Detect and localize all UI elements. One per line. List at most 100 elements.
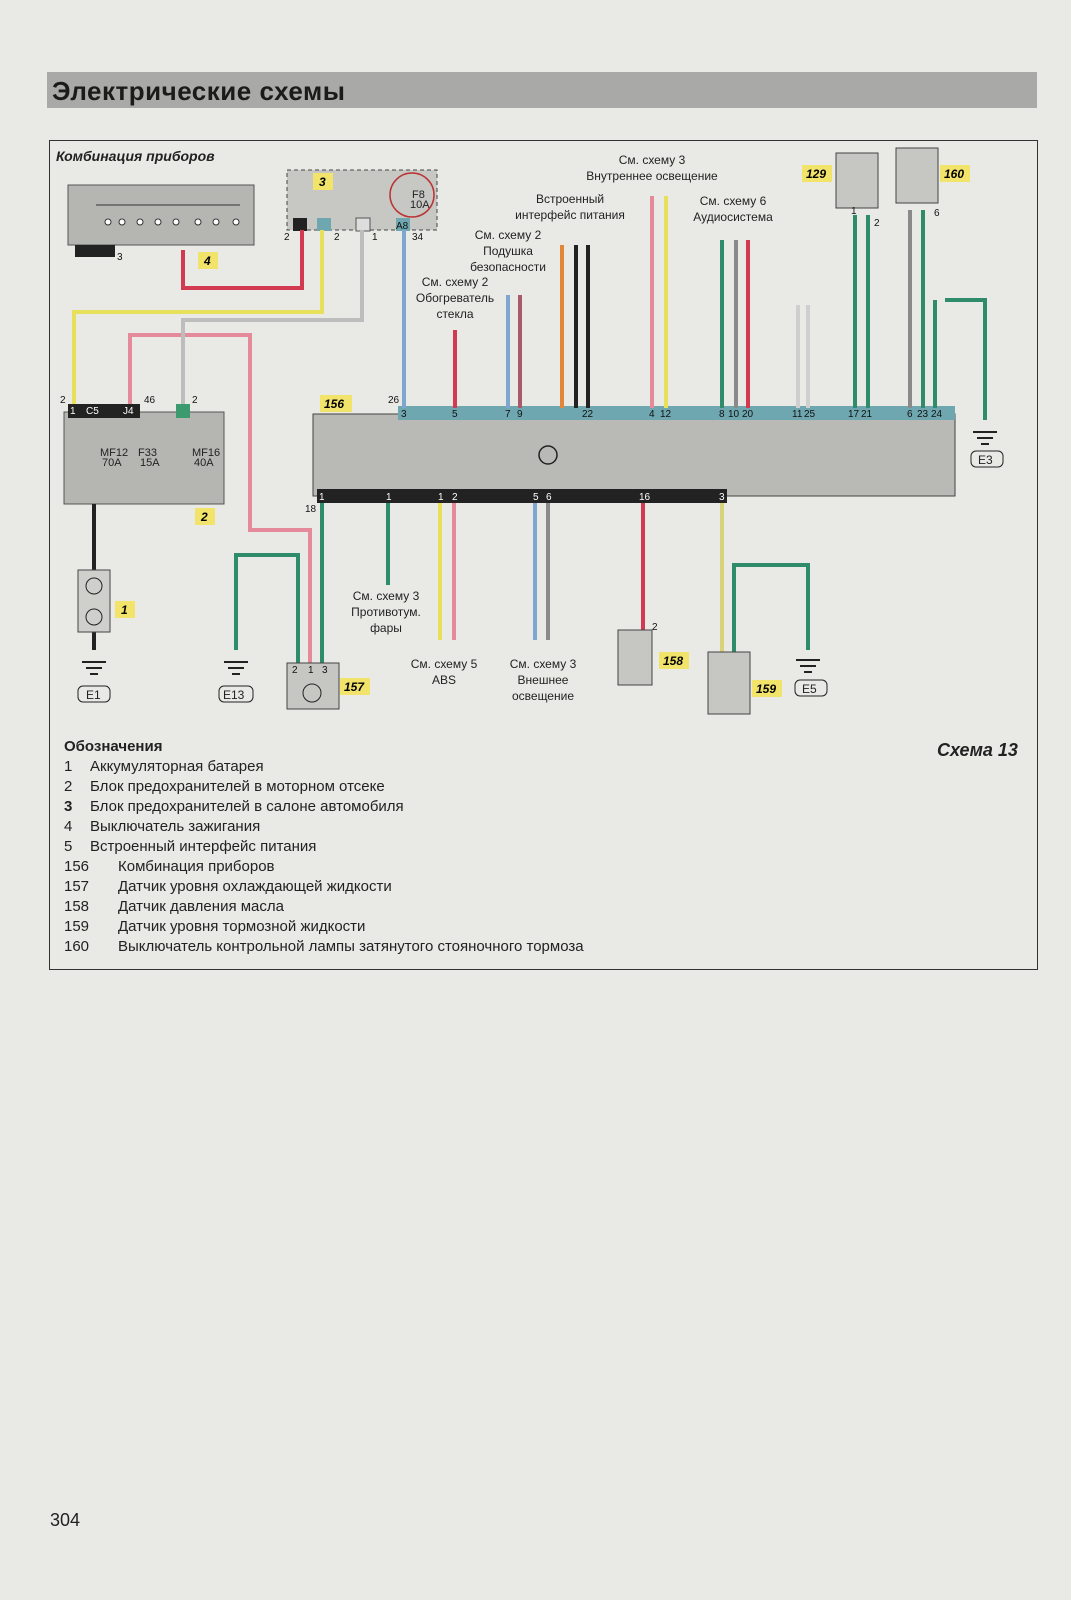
svg-text:15A: 15A — [140, 457, 160, 469]
svg-text:22: 22 — [582, 409, 594, 420]
tag-129: 129 — [806, 167, 826, 181]
ref-airbag-1: См. схему 2 — [475, 228, 542, 242]
svg-text:18: 18 — [305, 504, 317, 515]
diagram-frame — [49, 140, 1038, 970]
tag-156: 156 — [324, 397, 344, 411]
tag-2: 2 — [200, 510, 208, 524]
ignition-switch-contacts — [96, 204, 240, 226]
svg-text:3: 3 — [719, 492, 725, 503]
svg-text:1: 1 — [319, 492, 325, 503]
svg-text:6: 6 — [546, 492, 552, 503]
svg-text:25: 25 — [804, 409, 816, 420]
ground-e5-label: E5 — [802, 682, 817, 696]
svg-text:2: 2 — [292, 665, 298, 676]
svg-text:16: 16 — [639, 492, 651, 503]
switch-160-box — [895, 147, 939, 204]
svg-text:5: 5 — [452, 409, 458, 420]
svg-text:3: 3 — [322, 665, 328, 676]
scheme-label: Схема 13 — [937, 740, 1018, 760]
svg-text:1: 1 — [372, 232, 378, 243]
ref-fog-1: См. схему 3 — [353, 589, 420, 603]
page-number: 304 — [50, 1510, 81, 1530]
svg-text:4: 4 — [649, 409, 655, 420]
tag-4: 4 — [203, 254, 211, 268]
svg-text:2: 2 — [652, 622, 658, 633]
tag-158: 158 — [663, 654, 683, 668]
ref-fog-2: Противотум. — [351, 605, 421, 619]
ignition-switch-box — [67, 184, 255, 246]
ref-glass-2: Обогреватель — [416, 291, 494, 305]
ref-ext-light-1: См. схему 3 — [510, 657, 577, 671]
ref-interior-light-1: См. схему 3 — [619, 153, 686, 167]
ref-ext-light-2: Внешнее — [518, 673, 569, 687]
ignition-connector — [75, 245, 115, 257]
wire-grey — [181, 230, 364, 404]
svg-text:9: 9 — [517, 409, 523, 420]
ref-abs-2: ABS — [432, 673, 456, 687]
svg-text:12: 12 — [660, 409, 672, 420]
legend-title: Обозначения — [64, 738, 163, 755]
svg-text:34: 34 — [412, 232, 424, 243]
svg-text:20: 20 — [742, 409, 754, 420]
tag-159: 159 — [756, 682, 776, 696]
svg-text:8: 8 — [719, 409, 725, 420]
ref-airbag-2: Подушка — [483, 244, 533, 258]
cluster-connector-top — [398, 406, 955, 420]
ref-ext-light-3: освещение — [512, 689, 574, 703]
svg-text:46: 46 — [144, 395, 156, 406]
svg-text:2: 2 — [192, 395, 198, 406]
svg-text:26: 26 — [388, 395, 400, 406]
header-bar — [47, 72, 1037, 108]
svg-text:5: 5 — [533, 492, 539, 503]
wire-pink — [128, 333, 312, 680]
svg-text:2: 2 — [452, 492, 458, 503]
svg-text:2: 2 — [874, 218, 880, 229]
svg-text:1: 1 — [851, 206, 857, 217]
instrument-cluster-156 — [312, 413, 956, 497]
ref-glass-1: См. схему 2 — [422, 275, 489, 289]
svg-text:1: 1 — [70, 406, 76, 417]
svg-text:21: 21 — [861, 409, 873, 420]
tag-3: 3 — [319, 175, 326, 189]
ref-fog-3: фары — [370, 621, 402, 635]
svg-text:6: 6 — [907, 409, 913, 420]
ref-interior-light-2: Внутреннее освещение — [586, 169, 718, 183]
svg-text:6: 6 — [934, 208, 940, 219]
ref-airbag-3: безопасности — [470, 260, 546, 274]
svg-text:C5: C5 — [86, 406, 99, 417]
ref-power-iface-2: интерфейс питания — [515, 208, 625, 222]
tag-157: 157 — [344, 680, 365, 694]
svg-text:1: 1 — [438, 492, 444, 503]
svg-text:17: 17 — [848, 409, 860, 420]
ref-power-iface-1: Встроенный — [536, 192, 604, 206]
wire-yellow — [72, 230, 324, 404]
ground-e13-label: E13 — [223, 688, 245, 702]
svg-text:2: 2 — [334, 232, 340, 243]
wire-red — [181, 230, 304, 290]
ref-audio-2: Аудиосистема — [693, 210, 773, 224]
page-header-title: Электрические схемы — [52, 76, 346, 106]
tag-160: 160 — [944, 167, 964, 181]
battery-icon — [77, 569, 111, 633]
ground-e1-label: E1 — [86, 688, 101, 702]
svg-text:23: 23 — [917, 409, 929, 420]
svg-text:24: 24 — [931, 409, 943, 420]
ref-abs-1: См. схему 5 — [411, 657, 478, 671]
svg-text:3: 3 — [117, 252, 123, 263]
svg-text:10: 10 — [728, 409, 740, 420]
sensor-158-box — [617, 629, 653, 686]
svg-text:7: 7 — [505, 409, 511, 420]
engine-fuse-box — [63, 411, 225, 505]
svg-text:40A: 40A — [194, 457, 214, 469]
ground-e3-label: E3 — [978, 453, 993, 467]
fuse-f8-icon — [389, 172, 435, 218]
